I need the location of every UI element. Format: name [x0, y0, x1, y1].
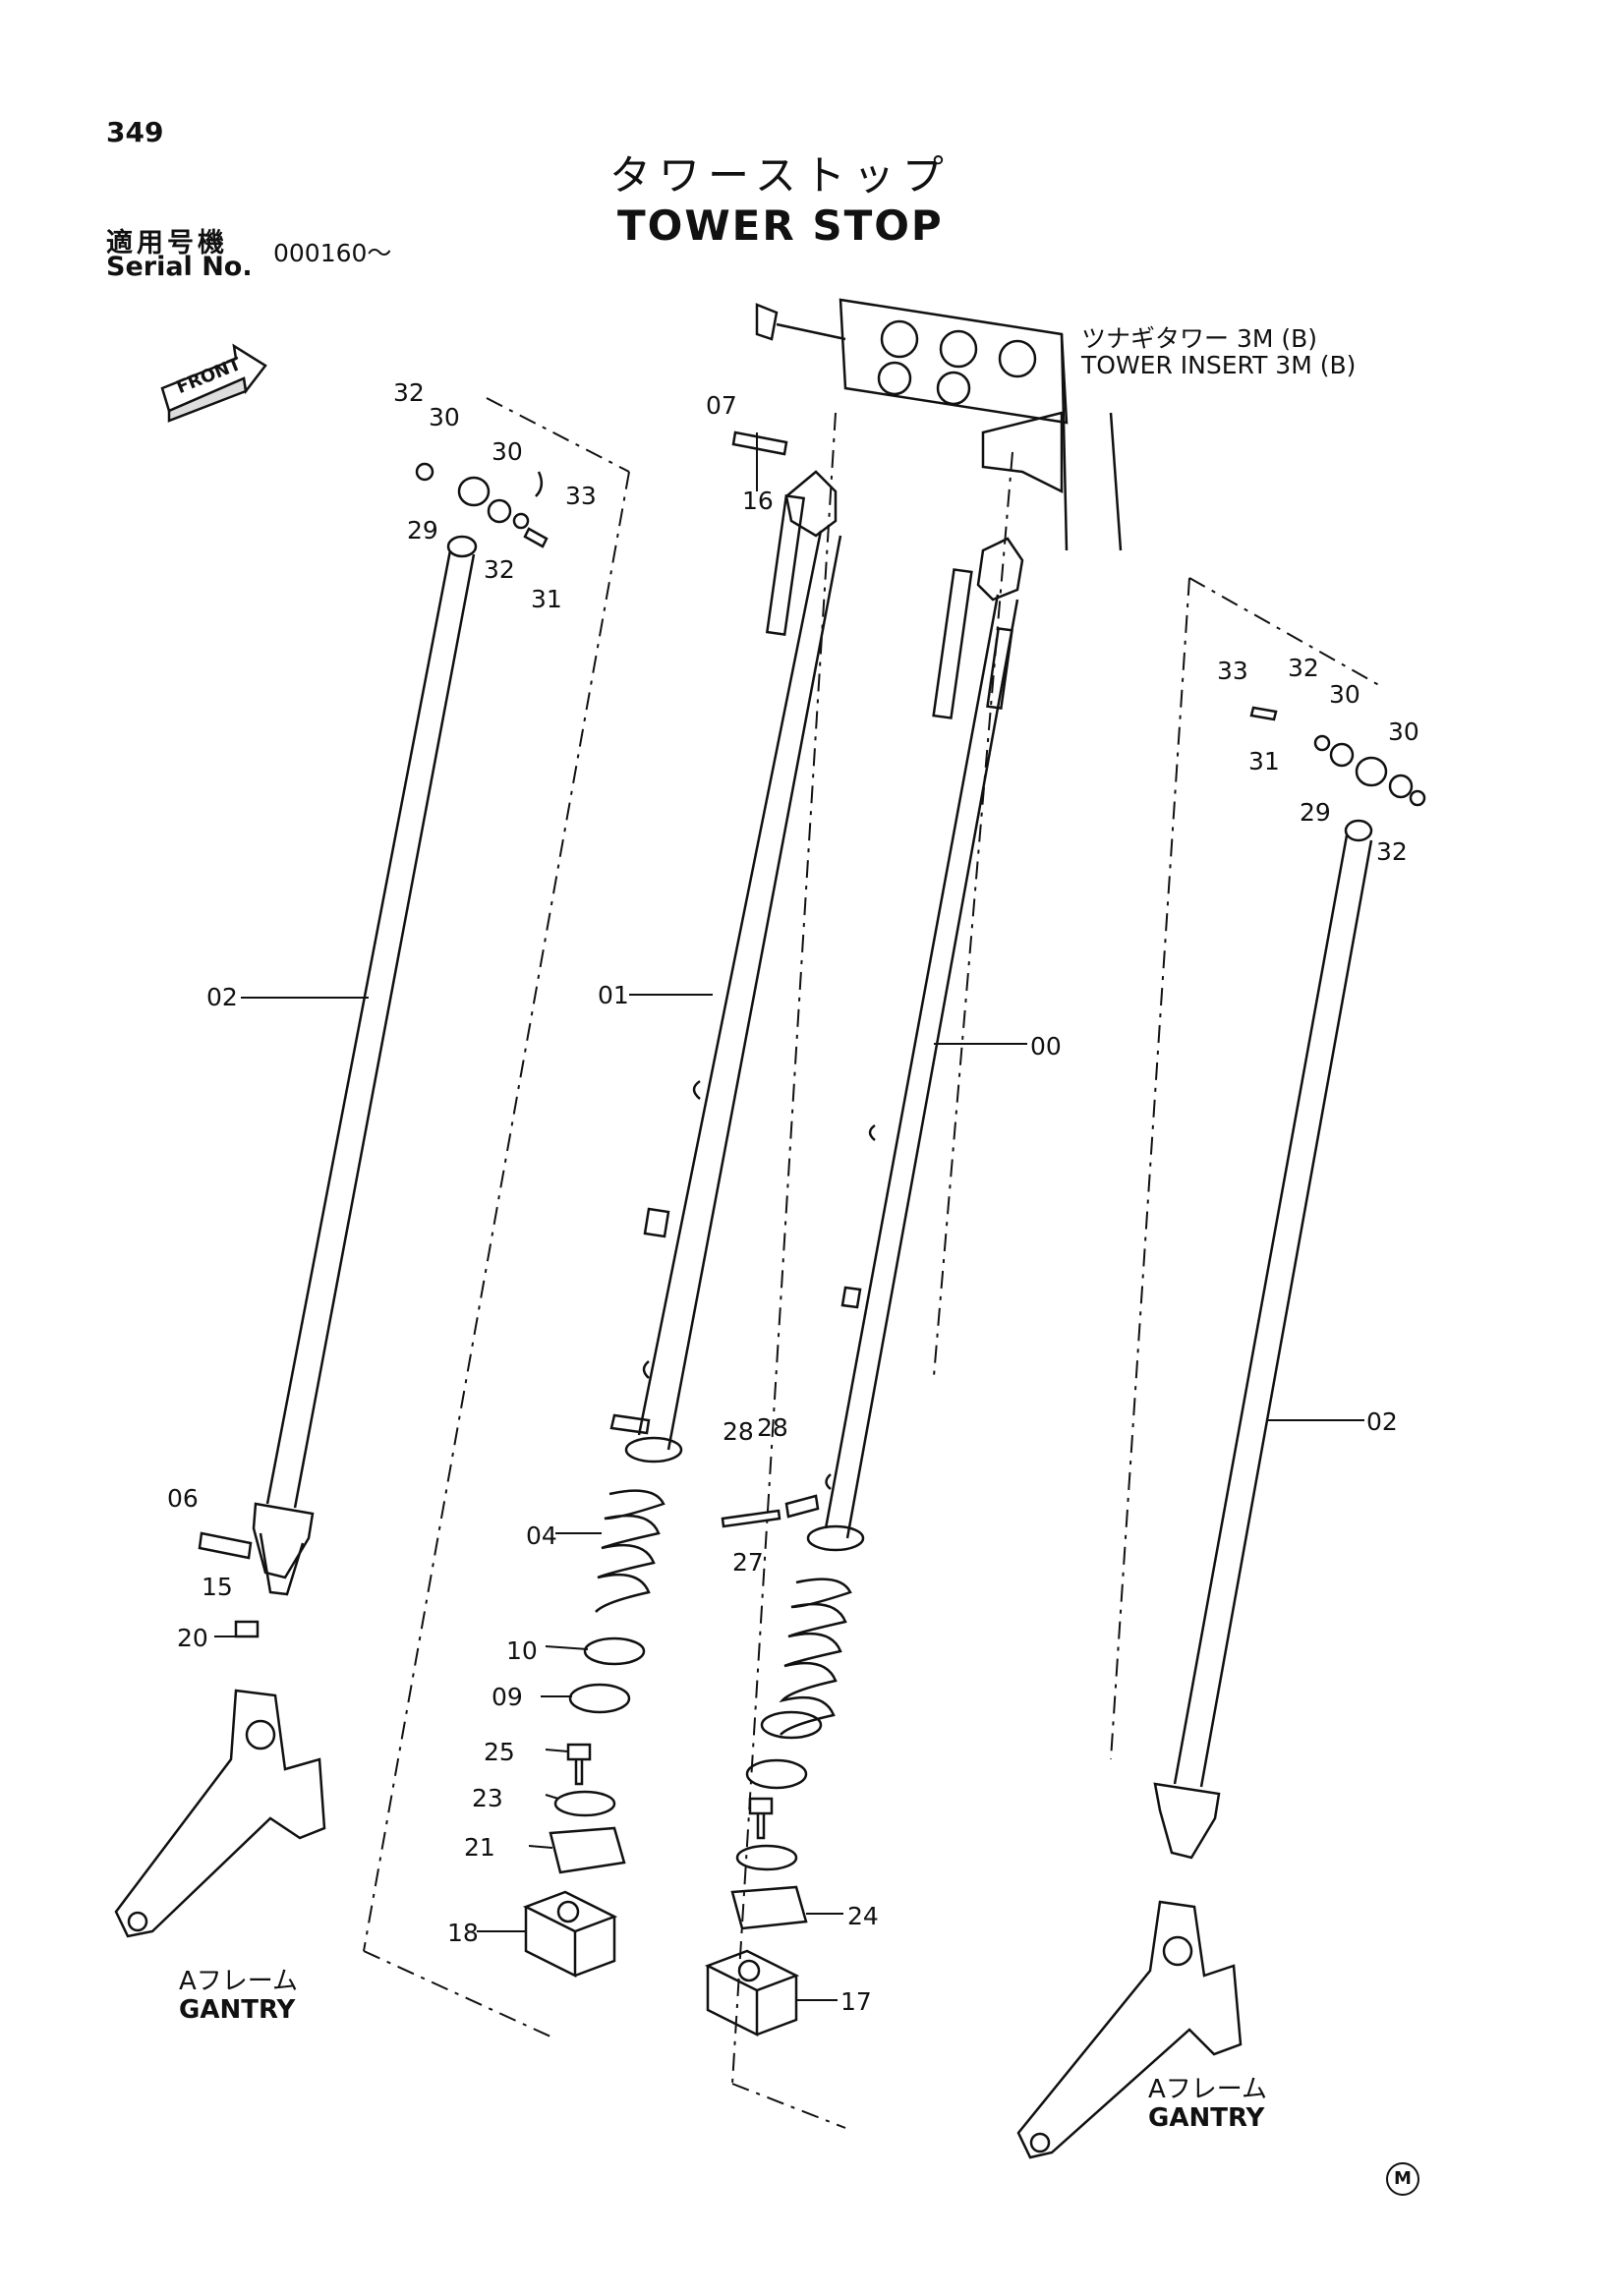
callout-09: 09	[492, 1683, 523, 1711]
block-17	[704, 1949, 800, 2038]
serial-value: 000160～	[273, 239, 392, 267]
callout-23: 23	[472, 1784, 503, 1812]
callout-32: 32	[1376, 837, 1408, 866]
spring-left	[595, 1489, 665, 1613]
callout-20: 20	[177, 1624, 208, 1652]
callout-33: 33	[1217, 657, 1248, 685]
tower-insert-label-english: TOWER INSERT 3M (B)	[1081, 351, 1357, 379]
callout-02: 02	[206, 983, 238, 1011]
callout-01: 01	[598, 981, 629, 1009]
callout-33: 33	[565, 482, 597, 510]
spring-right	[779, 1578, 852, 1736]
callout-06: 06	[167, 1484, 199, 1513]
callout-31: 31	[1248, 747, 1280, 775]
manufacturer-mark: M	[1386, 2162, 1419, 2196]
callout-15: 15	[202, 1573, 233, 1601]
callout-00: 00	[1030, 1032, 1062, 1061]
callout-29: 29	[1300, 798, 1331, 827]
callout-27: 27	[732, 1548, 764, 1577]
title-japanese: タワーストップ	[609, 151, 952, 200]
callout-30: 30	[429, 403, 460, 431]
callout-29: 29	[407, 516, 438, 545]
callout-02: 02	[1366, 1407, 1398, 1436]
callout-31: 31	[531, 585, 562, 613]
front-arrow-icon	[160, 343, 267, 423]
serial-label-english: Serial No.	[106, 252, 253, 282]
tower-insert-label-japanese: ツナギタワー 3M (B)	[1081, 324, 1318, 353]
title-english: TOWER STOP	[617, 201, 944, 250]
callout-32: 32	[393, 378, 425, 407]
tower-insert-structure	[755, 298, 1123, 551]
callout-32: 32	[484, 555, 515, 584]
pin-set-top-right	[1249, 706, 1426, 807]
callout-30: 30	[1388, 718, 1419, 746]
gantry-left-label-japanese: Aフレーム	[179, 1967, 299, 1996]
tower-column-left	[252, 535, 478, 1596]
pin-27	[721, 1509, 781, 1528]
callout-18: 18	[447, 1919, 479, 1947]
pin-16	[731, 430, 788, 456]
page-number: 349	[106, 116, 164, 148]
callout-28: 28	[757, 1413, 788, 1442]
callout-10: 10	[506, 1636, 538, 1665]
pin-15	[198, 1531, 253, 1560]
serial-label-japanese: 適用号機	[106, 228, 228, 258]
callout-24: 24	[847, 1902, 879, 1930]
block-18	[522, 1890, 618, 1979]
callout-17: 17	[840, 1987, 872, 2016]
callout-32: 32	[1288, 654, 1319, 682]
gantry-right-label-english: GANTRY	[1148, 2103, 1265, 2133]
gantry-right-label-japanese: Aフレーム	[1148, 2075, 1268, 2104]
callout-30: 30	[1329, 680, 1360, 709]
gantry-frame-left	[114, 1689, 326, 1938]
callout-16: 16	[742, 487, 774, 515]
callout-04: 04	[526, 1521, 557, 1550]
tower-column-00	[806, 537, 1024, 1552]
tower-column-01	[609, 470, 842, 1464]
pin-set-top-left	[415, 462, 549, 548]
tower-column-right	[1153, 819, 1373, 1860]
gantry-left-label-english: GANTRY	[179, 1995, 296, 2025]
callout-21: 21	[464, 1833, 495, 1862]
callout-28: 28	[723, 1417, 754, 1446]
callout-30: 30	[492, 437, 523, 466]
gantry-frame-right	[1016, 1900, 1243, 2159]
callout-07: 07	[706, 391, 737, 420]
callout-25: 25	[484, 1738, 515, 1766]
